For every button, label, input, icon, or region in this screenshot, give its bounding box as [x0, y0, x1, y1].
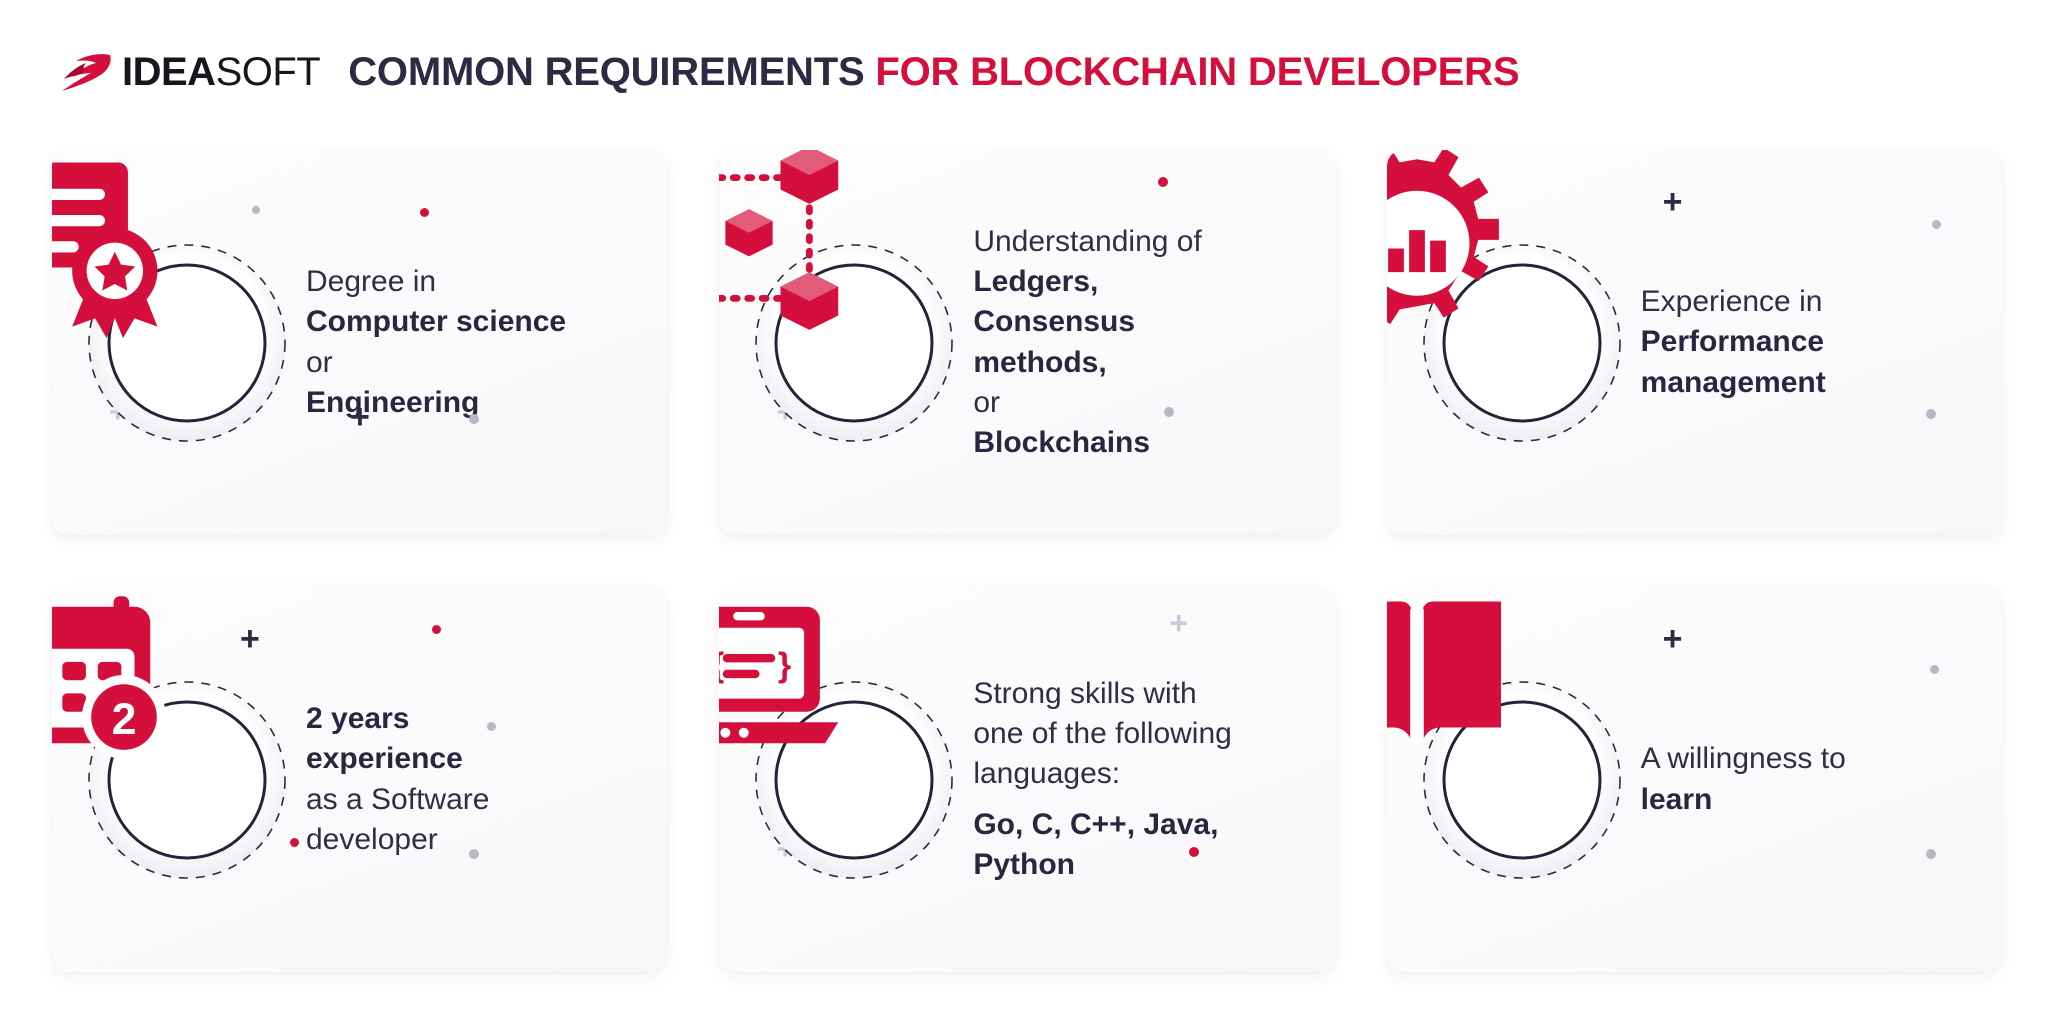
card-text: Strong skills with one of the following …	[959, 674, 1300, 885]
blockchain-nodes-icon	[719, 150, 839, 330]
requirement-card[interactable]: + +	[52, 587, 668, 972]
decor-dot	[1925, 409, 1936, 419]
requirement-card[interactable]: + + { }	[719, 587, 1335, 972]
card-text: Experience in Performance management	[1627, 282, 1968, 403]
svg-text:}: }	[778, 646, 791, 684]
open-book-icon	[1386, 601, 1501, 743]
decor-dot	[1925, 849, 1936, 859]
icon-badge: { }	[719, 606, 959, 885]
decor-dot	[1929, 665, 1939, 674]
card-text: 2 years experience as a Software develop…	[292, 699, 633, 860]
card-line: Experience in	[1640, 285, 1823, 319]
card-line: or	[306, 345, 333, 379]
certificate-award-icon	[52, 162, 158, 338]
card-line: one of the following	[973, 717, 1232, 751]
card-line: languages:	[973, 757, 1121, 791]
svg-text:2: 2	[112, 695, 137, 744]
ideasoft-swoosh-icon	[58, 52, 112, 92]
card-line: experience	[306, 742, 463, 776]
card-line: Strong skills with	[973, 677, 1197, 711]
logo-wordmark: IDEASOFT	[122, 50, 321, 94]
card-line: Python	[973, 847, 1075, 881]
card-line: Degree in	[306, 265, 437, 299]
requirement-card[interactable]: + + A willingness to learn	[1386, 587, 2002, 972]
decor-dot	[1158, 177, 1169, 187]
card-text: A willingness to learn	[1627, 739, 1968, 819]
requirement-card[interactable]: + + Experience in Performance mana	[1386, 150, 2002, 535]
decor-dot	[1931, 220, 1941, 229]
card-line: Ledgers,	[973, 265, 1099, 299]
card-line: as a Software	[306, 782, 490, 816]
gear-chart-icon	[1386, 150, 1499, 324]
decor-dot	[420, 208, 429, 217]
decor-plus: +	[1169, 605, 1189, 641]
decor-plus: +	[1662, 620, 1683, 658]
icon-badge	[1386, 601, 1627, 885]
card-line: Performance	[1640, 325, 1825, 359]
laptop-code-icon: { }	[719, 606, 839, 743]
logo-light: SOFT	[215, 50, 321, 94]
card-line: Go, C, C++, Java,	[973, 807, 1219, 841]
requirements-grid: + +	[52, 150, 2002, 972]
calendar-two-icon: 2	[52, 595, 166, 759]
card-line: Engineering	[306, 385, 480, 419]
card-line: or	[973, 385, 1001, 419]
title-dark-part: COMMON REQUIREMENTS	[348, 50, 865, 94]
decor-plus: +	[1662, 183, 1683, 221]
card-line: Consensus	[973, 305, 1136, 339]
header: IDEASOFT COMMON REQUIREMENTS FOR BLOCKCH…	[58, 44, 1520, 100]
decor-dot	[252, 206, 260, 214]
requirement-card[interactable]: +	[719, 150, 1335, 535]
card-text: Degree in Computer science or Engineerin…	[292, 262, 633, 423]
requirement-card[interactable]: + +	[52, 150, 668, 535]
card-text: Understanding of Ledgers, Consensus meth…	[959, 222, 1300, 463]
icon-badge	[719, 150, 959, 448]
page-title: COMMON REQUIREMENTS FOR BLOCKCHAIN DEVEL…	[348, 52, 1519, 92]
card-line: developer	[306, 822, 438, 856]
icon-badge	[1386, 150, 1627, 448]
card-line: Understanding of	[973, 224, 1202, 258]
decor-dot	[432, 625, 441, 634]
decor-plus: +	[240, 620, 260, 658]
card-line: learn	[1640, 782, 1713, 816]
card-line: Computer science	[306, 305, 567, 339]
svg-text:{: {	[719, 646, 724, 684]
title-red-part: FOR BLOCKCHAIN DEVELOPERS	[875, 50, 1520, 94]
card-line: 2 years	[306, 702, 410, 736]
card-line: A willingness to	[1640, 742, 1846, 776]
card-line: methods,	[973, 345, 1107, 379]
icon-badge: 2	[52, 595, 292, 885]
card-line: management	[1640, 365, 1826, 399]
logo-bold: IDEA	[122, 50, 216, 94]
icon-badge	[52, 162, 292, 448]
card-line: Blockchains	[973, 425, 1151, 459]
